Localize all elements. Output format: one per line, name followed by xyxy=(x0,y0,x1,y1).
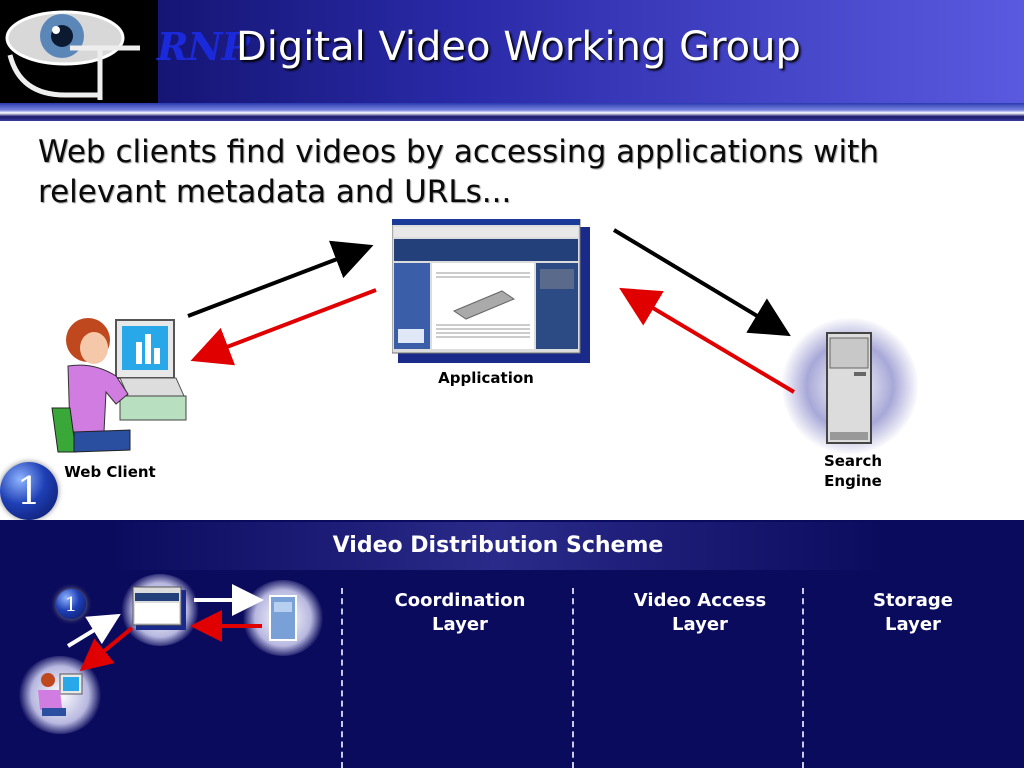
server-icon xyxy=(826,332,872,444)
web-client-label: Web Client xyxy=(64,463,156,481)
page-title: Digital Video Working Group xyxy=(236,24,801,70)
mini-person-icon xyxy=(38,673,83,716)
coordination-layer-label: Coordination Layer xyxy=(394,590,526,635)
eye-logo xyxy=(0,0,158,103)
flow-arrows xyxy=(187,228,796,394)
layer-separator xyxy=(341,588,343,768)
web-client-figure xyxy=(50,312,190,454)
eye-logo-icon xyxy=(5,10,140,100)
search-engine-label: Search Engine xyxy=(823,452,883,490)
mini-browser-icon xyxy=(132,586,186,630)
step-number: 1 xyxy=(16,469,42,513)
server-tower xyxy=(826,332,872,444)
layer-separator xyxy=(572,588,574,768)
header-bar xyxy=(0,0,1024,103)
mini-step-number: 1 xyxy=(64,592,78,616)
application-to-search-arrow xyxy=(612,228,791,337)
header-divider xyxy=(0,103,1024,121)
application-to-client-arrow xyxy=(190,288,377,366)
search-to-application-arrow xyxy=(619,287,796,394)
mini-flow-arrows xyxy=(66,584,264,672)
scheme-title-bar xyxy=(112,522,884,570)
mini-app-to-client-arrow xyxy=(79,626,134,672)
scheme-title: Video Distribution Scheme xyxy=(332,533,664,558)
mini-step-badge: 1 xyxy=(56,589,86,619)
client-to-application-arrow xyxy=(187,240,374,318)
application-label: Application xyxy=(438,369,534,387)
layer-separator xyxy=(802,588,804,768)
application-screenshot xyxy=(391,218,590,363)
mini-server-icon xyxy=(269,595,297,641)
step-number-badge: 1 xyxy=(0,462,58,520)
rnp-brand: RNP xyxy=(157,24,250,69)
slide-subtitle: Web clients find videos by accessing app… xyxy=(38,134,879,210)
storage-layer-label: Storage Layer xyxy=(872,590,954,635)
person-at-computer-icon xyxy=(51,318,187,453)
mini-client-to-app-arrow xyxy=(66,613,121,648)
mini-application-node xyxy=(120,574,200,646)
browser-window-icon xyxy=(391,218,590,363)
video-access-layer-label: Video Access Layer xyxy=(633,590,767,635)
